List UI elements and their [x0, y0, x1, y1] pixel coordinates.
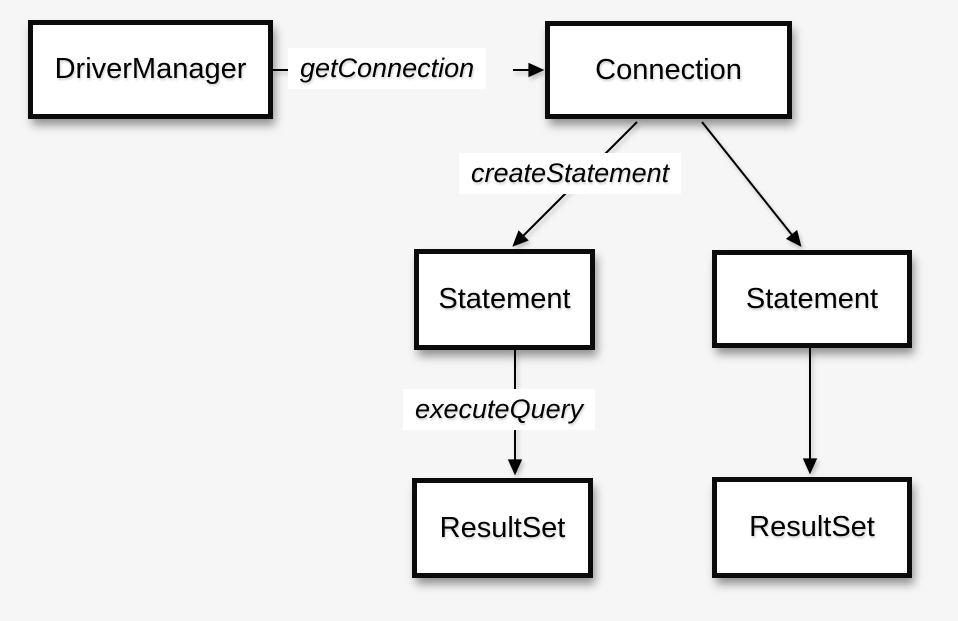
- node-resultset-left: ResultSet: [412, 478, 593, 578]
- edge-label-getconnection: getConnection: [288, 48, 487, 89]
- node-statement-left-label: Statement: [438, 283, 571, 315]
- edge-label-createstatement: createStatement: [459, 153, 682, 194]
- node-resultset-right-label: ResultSet: [749, 511, 875, 543]
- node-statement-right-label: Statement: [745, 282, 879, 315]
- node-connection-label: Connection: [595, 53, 742, 86]
- edge-label-executequery: executeQuery: [403, 389, 596, 430]
- node-driver-manager-label: DriverManager: [54, 53, 247, 85]
- edge-connection-to-statement2-arrow: [701, 121, 802, 247]
- node-resultset-left-label: ResultSet: [439, 511, 566, 544]
- node-connection: Connection: [545, 21, 792, 119]
- node-resultset-right: ResultSet: [712, 477, 912, 578]
- node-statement-right: Statement: [712, 250, 912, 348]
- node-statement-left: Statement: [414, 249, 595, 350]
- node-driver-manager: DriverManager: [28, 20, 273, 119]
